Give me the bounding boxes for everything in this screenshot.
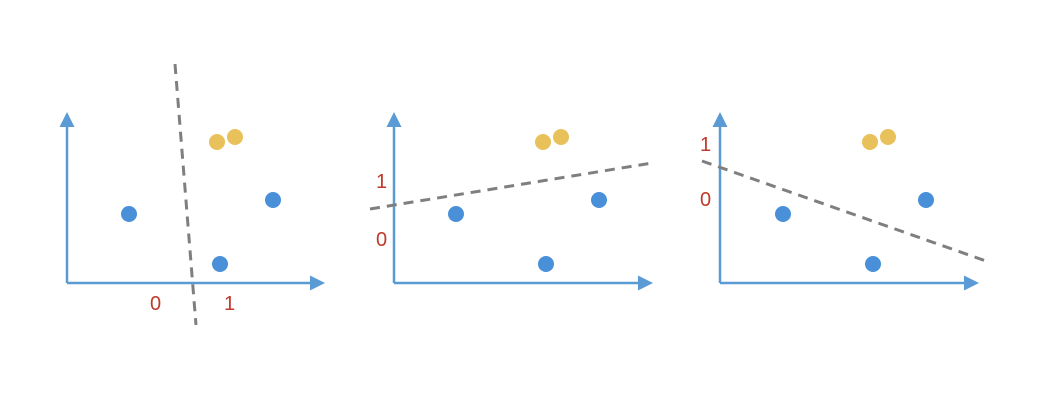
yellow-point — [209, 134, 225, 150]
yellow-point — [535, 134, 551, 150]
region-label-1: 1 — [376, 171, 387, 193]
divider-line — [701, 159, 987, 263]
region-label-0: 0 — [150, 293, 161, 315]
divider-line — [173, 63, 198, 326]
blue-point — [212, 256, 228, 272]
yellow-point — [553, 129, 569, 145]
blue-point — [121, 206, 137, 222]
panel-1: 0 1 — [59, 63, 325, 326]
panel-2: 1 0 — [369, 112, 653, 291]
region-label-1: 1 — [224, 293, 235, 315]
yellow-point — [227, 129, 243, 145]
blue-point — [538, 256, 554, 272]
blue-point — [918, 192, 934, 208]
divider-line — [369, 161, 653, 211]
panel-3: 1 0 — [700, 112, 987, 291]
blue-point — [865, 256, 881, 272]
yellow-point — [880, 129, 896, 145]
yellow-point — [862, 134, 878, 150]
blue-point — [775, 206, 791, 222]
region-label-1: 1 — [700, 134, 711, 156]
blue-point — [591, 192, 607, 208]
blue-point — [448, 206, 464, 222]
region-label-0: 0 — [376, 229, 387, 251]
blue-point — [265, 192, 281, 208]
region-label-0: 0 — [700, 189, 711, 211]
